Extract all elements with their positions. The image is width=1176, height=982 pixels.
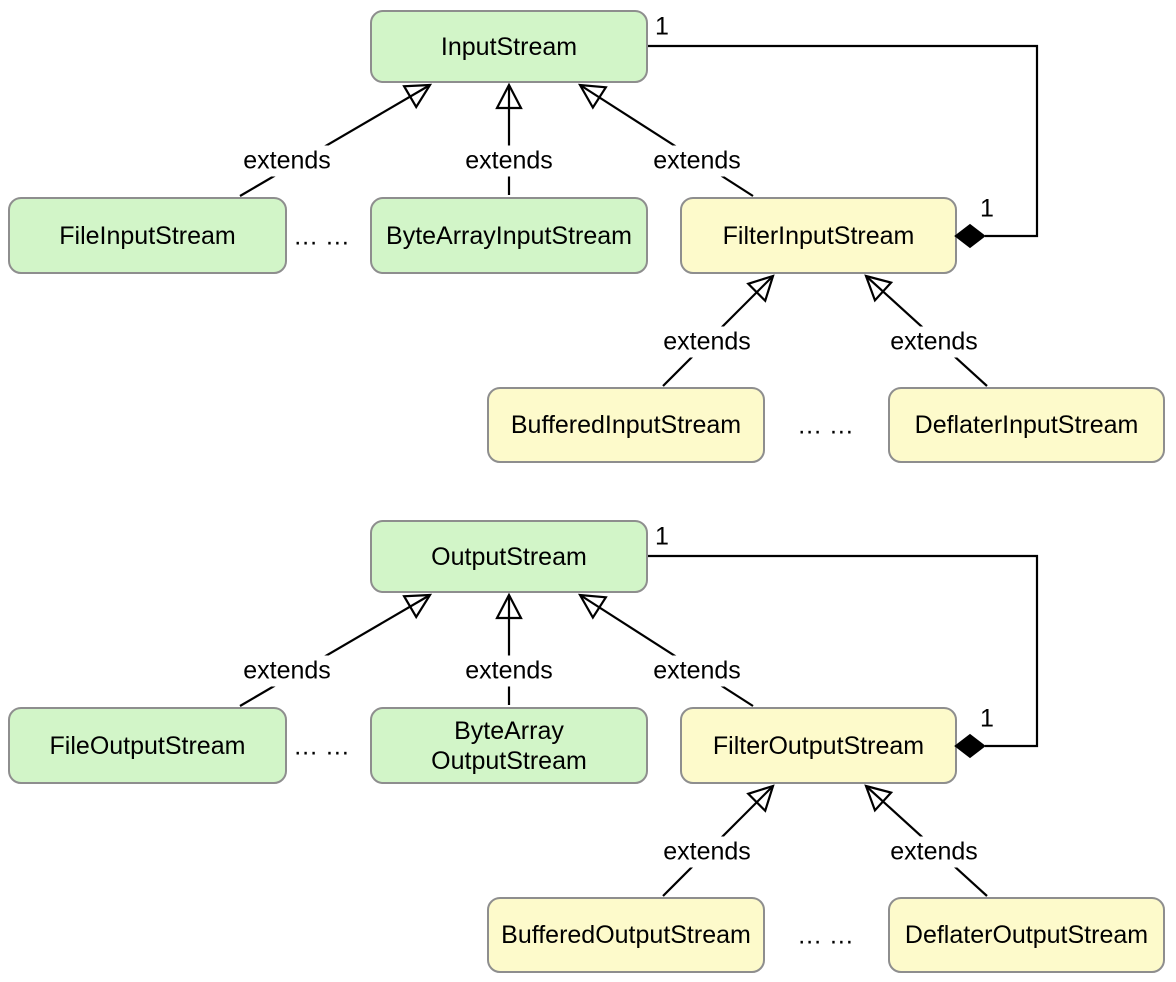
inheritance-line-fileoutput-icon [239,593,433,707]
aggregation-connector-input [648,44,1039,238]
aggregation-diamond-input-icon [954,223,986,249]
aggregation-diamond-output-icon [954,733,986,759]
multiplicity-label: 1 [980,704,994,733]
class-box-deflateroutputstream: DeflaterOutputStream [888,897,1165,973]
class-box-bufferedoutputstream: BufferedOutputStream [487,897,765,973]
extends-label: extends [884,836,984,868]
class-box-deflaterinputstream: DeflaterInputStream [888,387,1165,463]
class-box-fileoutputstream: FileOutputStream [8,707,287,784]
multiplicity-label: 1 [655,522,669,551]
class-box-fileinputstream: FileInputStream [8,197,287,274]
extends-label: extends [237,145,337,177]
extends-label: extends [237,655,337,687]
inheritance-line-filterinput-icon [577,83,754,197]
ellipsis-label: ... ... [798,921,854,950]
inheritance-line-filteroutput-icon [577,593,754,707]
extends-label: extends [459,655,559,687]
class-box-filteroutputstream: FilterOutputStream [680,707,957,784]
class-box-bytearrayinputstream: ByteArrayInputStream [370,197,648,274]
ellipsis-label: ... ... [294,222,350,251]
extends-label: extends [657,836,757,868]
class-box-outputstream: OutputStream [370,520,648,593]
extends-label: extends [647,655,747,687]
class-box-filterinputstream: FilterInputStream [680,197,957,274]
class-box-bytearrayoutputstream: ByteArray OutputStream [370,707,648,784]
ellipsis-label: ... ... [294,732,350,761]
class-box-inputstream: InputStream [370,10,648,83]
class-box-bufferedinputstream: BufferedInputStream [487,387,765,463]
extends-label: extends [647,145,747,177]
ellipsis-label: ... ... [798,411,854,440]
extends-label: extends [884,326,984,358]
multiplicity-label: 1 [655,12,669,41]
extends-label: extends [657,326,757,358]
multiplicity-label: 1 [980,194,994,223]
aggregation-connector-output [648,554,1039,748]
extends-label: extends [459,145,559,177]
inheritance-line-fileinput-icon [239,83,433,197]
